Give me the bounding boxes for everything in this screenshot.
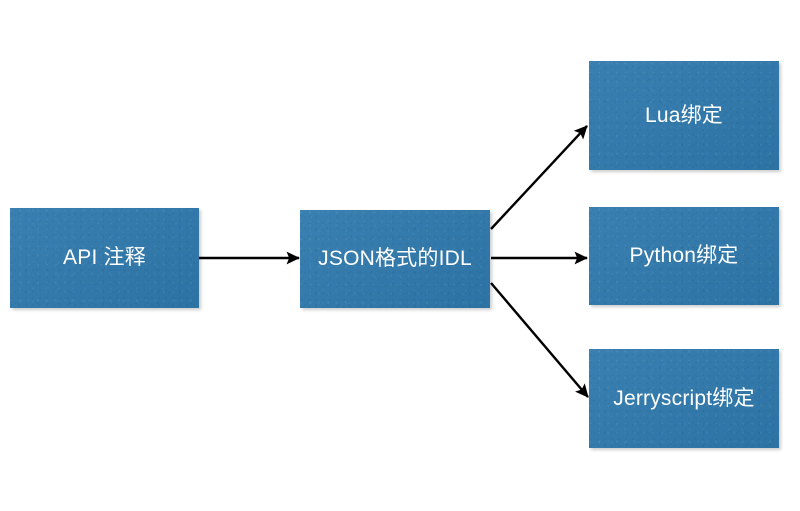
node-lua-binding[interactable]: Lua绑定 [589, 61, 779, 170]
node-jerryscript-binding[interactable]: Jerryscript绑定 [589, 349, 779, 448]
node-python-binding[interactable]: Python绑定 [589, 207, 779, 305]
node-label-json-idl: JSON格式的IDL [318, 247, 472, 271]
node-label-python-binding: Python绑定 [629, 244, 739, 268]
node-json-idl[interactable]: JSON格式的IDL [300, 210, 490, 308]
node-label-jerryscript-binding: Jerryscript绑定 [613, 386, 755, 410]
edge-json-to-lua [490, 125, 588, 230]
node-api-annotation[interactable]: API 注释 [10, 208, 199, 308]
node-label-lua-binding: Lua绑定 [644, 103, 724, 127]
edge-json-to-jerry [490, 282, 589, 398]
node-label-api-annotation: API 注释 [63, 246, 146, 270]
